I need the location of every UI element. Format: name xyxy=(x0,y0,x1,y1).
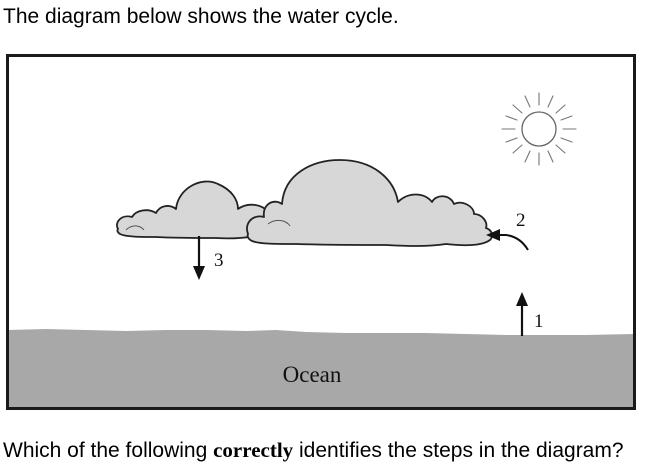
arrow-3-down xyxy=(193,236,205,280)
arrow-2-into-cloud xyxy=(486,229,529,251)
cloud-detail xyxy=(267,219,291,227)
ocean-label: Ocean xyxy=(283,362,342,387)
question-text: Which of the following correctly identif… xyxy=(3,437,624,464)
water-cycle-diagram: Ocean xyxy=(6,54,636,410)
question-before: Which of the following xyxy=(3,439,214,462)
question-emphasis: correctly xyxy=(213,438,294,462)
cloud-detail xyxy=(125,225,145,231)
cloud-right xyxy=(246,159,493,247)
arrow-1-up xyxy=(516,292,528,336)
sun-icon xyxy=(501,92,577,166)
diagram-canvas: Ocean xyxy=(6,54,636,410)
step-label-2: 2 xyxy=(516,210,526,231)
step-label-1: 1 xyxy=(534,311,544,332)
question-after: identifies the steps in the diagram? xyxy=(293,439,624,462)
ocean xyxy=(9,329,633,407)
intro-text: The diagram below shows the water cycle. xyxy=(3,5,399,28)
step-label-3: 3 xyxy=(214,250,224,271)
